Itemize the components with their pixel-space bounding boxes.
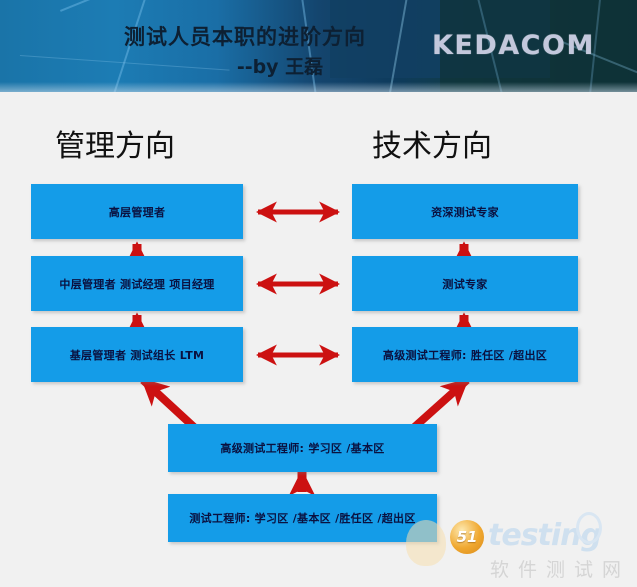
- node-test-expert[interactable]: 测试专家: [352, 256, 578, 311]
- node-label: 基层管理者 测试组长 LTM: [69, 348, 205, 362]
- node-senior-test-engineer-competent[interactable]: 高级测试工程师: 胜任区 /超出区: [352, 327, 578, 382]
- slide-title: 测试人员本职的进阶方向: [124, 25, 366, 49]
- node-base-manager[interactable]: 基层管理者 测试组长 LTM: [31, 327, 243, 382]
- column-heading-management: 管理方向: [55, 129, 175, 164]
- node-label: 测试工程师: 学习区 /基本区 /胜任区 /超出区: [189, 512, 416, 525]
- node-middle-manager[interactable]: 中层管理者 测试经理 项目经理: [31, 256, 243, 311]
- watermark-badge-icon: 51: [450, 520, 484, 554]
- node-senior-test-engineer-learning[interactable]: 高级测试工程师: 学习区 /基本区: [168, 424, 437, 472]
- node-senior-manager[interactable]: 高层管理者: [31, 184, 243, 239]
- watermark-chinese-label: 软件测试网: [490, 559, 631, 581]
- node-label: 高级测试工程师: 胜任区 /超出区: [382, 348, 548, 362]
- node-label: 中层管理者 测试经理 项目经理: [59, 277, 215, 291]
- slide-subtitle: --by 王磊: [236, 56, 324, 78]
- node-label: 高级测试工程师: 学习区 /基本区: [220, 442, 385, 455]
- banner-accent-block-right: [440, 0, 637, 92]
- watermark-51testing: 51 testing 软件测试网: [448, 512, 631, 581]
- column-heading-technical: 技术方向: [372, 129, 492, 164]
- header-banner: 测试人员本职的进阶方向 --by 王磊 KEDACOM: [0, 0, 637, 92]
- banner-fade: [0, 82, 637, 92]
- node-label: 测试专家: [442, 277, 488, 291]
- watermark-ring-icon: [576, 512, 602, 544]
- node-label: 资深测试专家: [431, 205, 499, 219]
- node-label: 高层管理者: [108, 205, 166, 219]
- node-test-engineer[interactable]: 测试工程师: 学习区 /基本区 /胜任区 /超出区: [168, 494, 437, 542]
- node-senior-test-expert[interactable]: 资深测试专家: [352, 184, 578, 239]
- watermark-ghost-shape: [406, 520, 446, 566]
- kedacom-logo: KEDACOM: [432, 30, 595, 61]
